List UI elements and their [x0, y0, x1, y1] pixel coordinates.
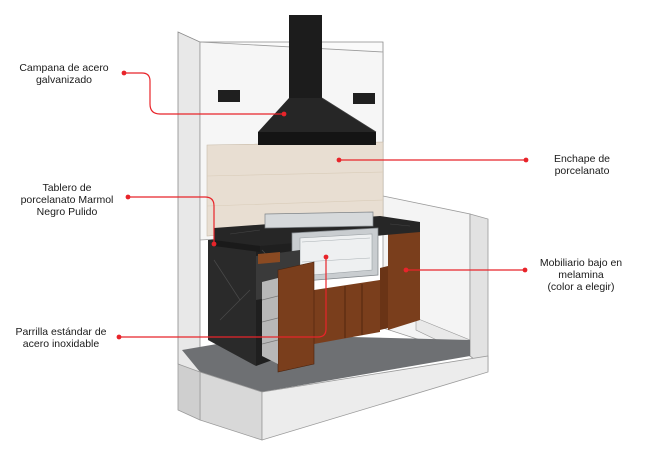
callout-dot [403, 267, 409, 273]
label-line: Mobiliario bajo en [539, 257, 623, 269]
label-line: Tablero de [42, 182, 92, 194]
callout-dot [522, 267, 528, 273]
callout-dot [281, 111, 287, 117]
label-countertop: Tablero de porcelanato Marmol Negro Puli… [10, 182, 124, 218]
label-line: Negro Pulido [36, 206, 98, 218]
wall-bracket-left [218, 90, 240, 102]
callout-dot [125, 194, 131, 200]
callout-dot [323, 254, 329, 260]
label-cabinets: Mobiliario bajo en melamina (color a ele… [527, 257, 635, 293]
label-tile: Enchape de porcelanato [530, 153, 634, 177]
wall-bracket-right [353, 93, 375, 104]
label-line: Campana de acero [19, 62, 109, 74]
lower-cabinets [314, 230, 420, 344]
callout-lines [119, 72, 526, 338]
callout-dot [211, 241, 217, 247]
label-line: porcelanato [554, 165, 610, 177]
open-cabinet-door [256, 250, 315, 373]
callout-dots [116, 70, 529, 340]
label-line: (color a elegir) [547, 281, 615, 293]
label-line: acero inoxidable [22, 338, 100, 350]
callout-dot [336, 157, 342, 163]
label-line: galvanizado [35, 74, 93, 86]
label-grill: Parrilla estándar de acero inoxidable [6, 326, 116, 350]
label-line: Enchape de [553, 153, 611, 165]
callout-line-grill [119, 257, 327, 338]
callout-dot [116, 334, 122, 340]
floor [177, 335, 489, 441]
range-hood [258, 15, 377, 145]
callout-dot [121, 70, 127, 76]
callout-line-hood [124, 72, 284, 115]
callout-line-countertop [128, 196, 215, 244]
label-line: Parrilla estándar de [15, 326, 107, 338]
label-hood: Campana de acero galvanizado [8, 62, 120, 86]
label-line: melamina [558, 269, 604, 281]
label-line: porcelanato Marmol [20, 194, 114, 206]
callout-dot [523, 157, 529, 163]
